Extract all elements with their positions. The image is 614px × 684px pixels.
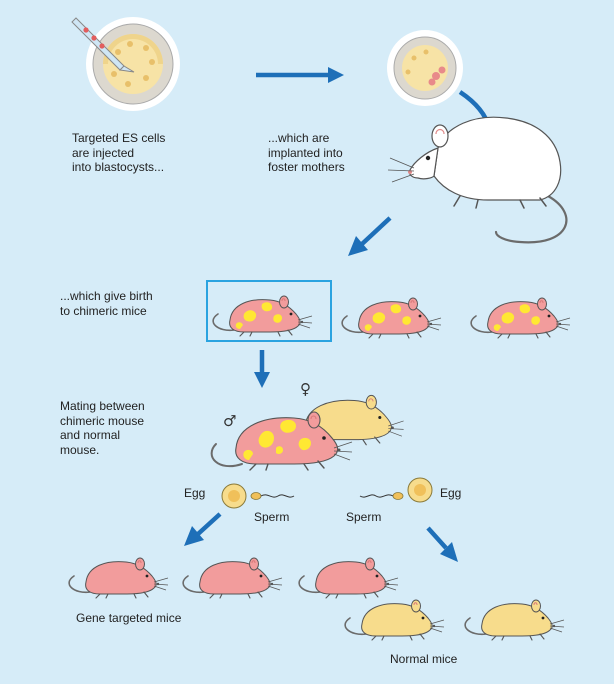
egg-right-label: Egg	[440, 486, 462, 500]
sperm-right-label: Sperm	[346, 510, 382, 524]
chimeric-mouse	[470, 297, 571, 339]
egg-left-label: Egg	[184, 486, 206, 500]
foster-mother-mouse-icon	[387, 116, 568, 244]
sperm-left-icon	[250, 492, 295, 500]
arrow-to-normal	[426, 526, 458, 562]
step-implant-label: ...which are implanted into foster mothe…	[268, 131, 345, 174]
gene-targeted-mouse	[298, 557, 399, 599]
step-injection-label: Targeted ES cells are injected into blas…	[72, 131, 166, 174]
arrow-injection-to-implant	[256, 67, 344, 83]
arrow-chimera-to-mating	[254, 350, 270, 388]
normal-mouse	[464, 599, 565, 641]
normal-mice-label: Normal mice	[390, 652, 458, 666]
egg-right-icon	[407, 477, 433, 503]
arrow-to-gene-targeted	[184, 512, 222, 546]
selected-chimera-frame	[206, 280, 332, 342]
arrow-mother-to-births	[348, 216, 392, 256]
chimeric-mouse	[341, 297, 442, 339]
step-birth-label: ...which give birth to chimeric mice	[60, 289, 153, 318]
chimeric-mouse-selected	[212, 295, 313, 337]
female-symbol: ♀	[300, 380, 311, 398]
blastocyst-injection-icon	[71, 17, 180, 111]
chimeric-embryo-icon	[387, 30, 463, 106]
egg-left-icon	[221, 483, 247, 509]
step-mating-label: Mating between chimeric mouse and normal…	[60, 399, 145, 457]
gene-targeted-label: Gene targeted mice	[76, 611, 182, 625]
male-symbol: ♂	[223, 412, 236, 430]
gene-targeted-mouse	[182, 557, 283, 599]
sperm-right-icon	[359, 492, 404, 500]
sperm-left-label: Sperm	[254, 510, 290, 524]
gene-targeted-mouse	[68, 557, 169, 599]
normal-mouse	[344, 599, 445, 641]
